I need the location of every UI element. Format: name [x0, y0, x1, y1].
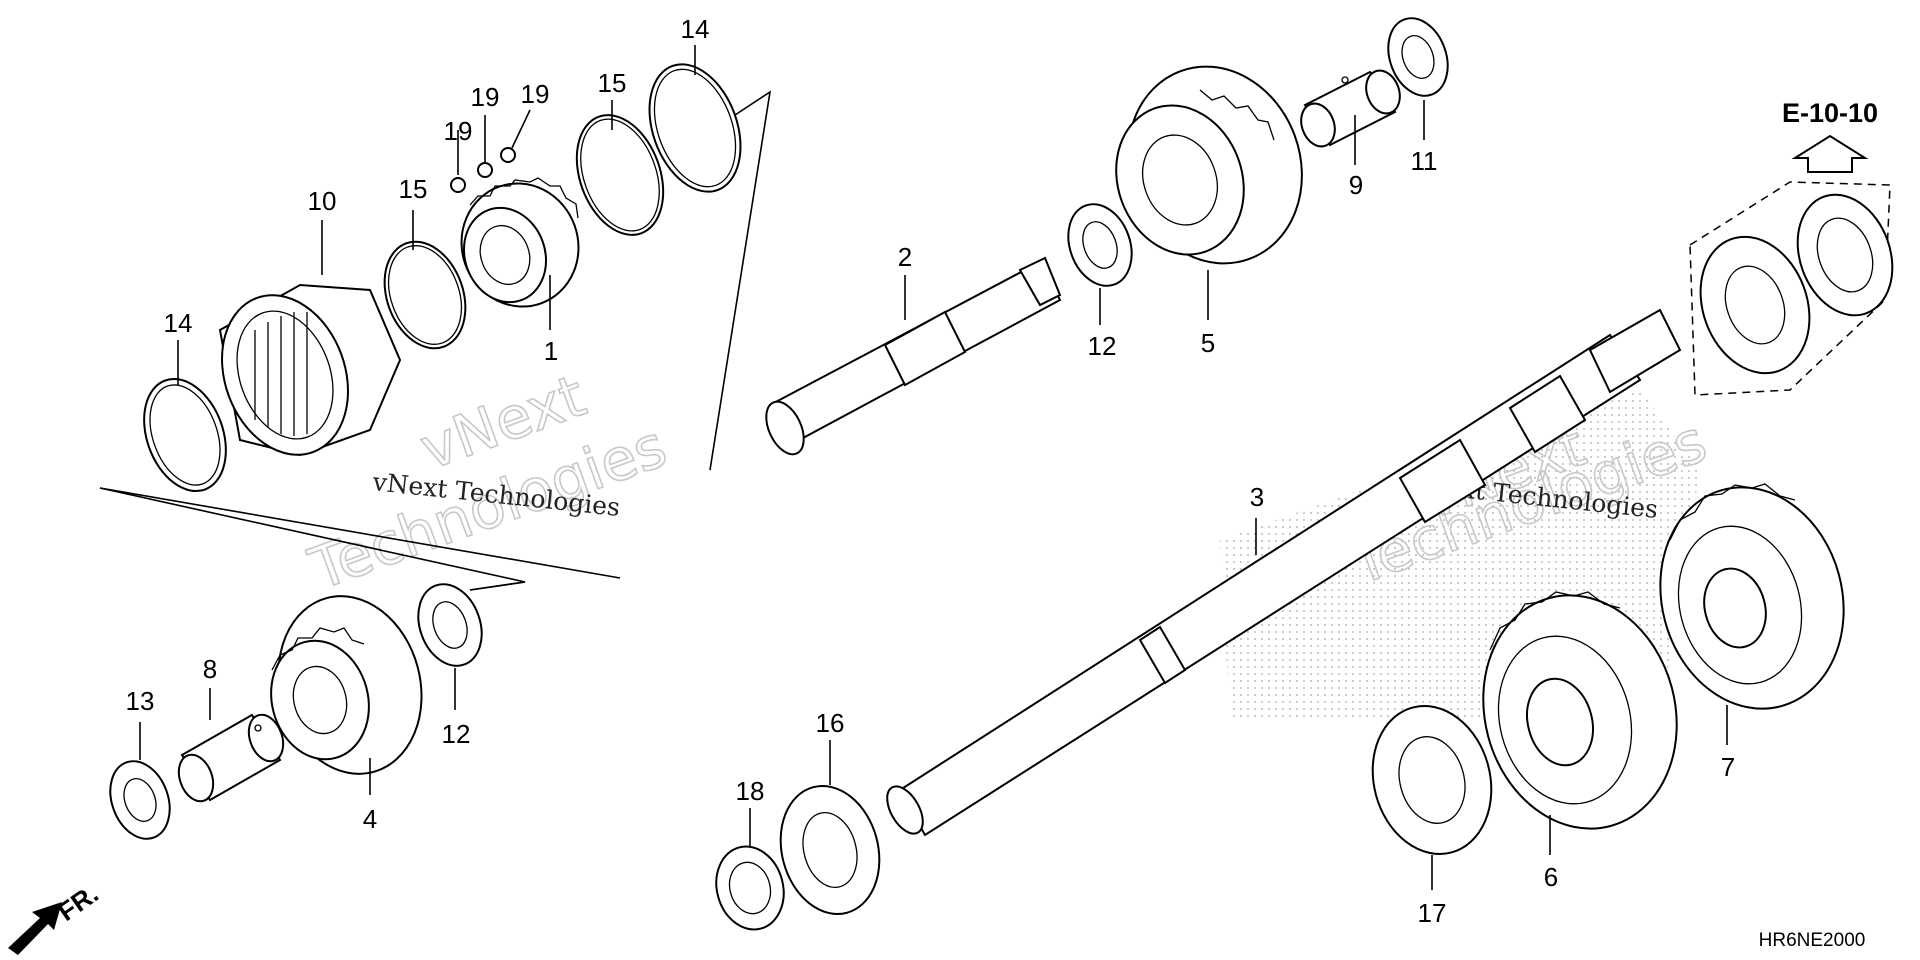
bushing-8	[177, 713, 285, 803]
ring-15-left	[383, 240, 467, 350]
bushing-9	[1300, 69, 1401, 148]
ring-14-right	[648, 63, 742, 193]
part-label-15-left: 15	[399, 174, 428, 204]
gear-1	[460, 177, 580, 308]
part-label-15-right: 15	[598, 68, 627, 98]
gear-5	[1115, 65, 1303, 265]
part-label-14-left: 14	[164, 308, 193, 338]
part-label-7: 7	[1721, 752, 1735, 782]
ring-15-right	[575, 114, 665, 236]
part-label-16: 16	[816, 708, 845, 738]
gear-6	[1482, 591, 1678, 830]
part-label-19-a: 19	[444, 116, 473, 146]
bearing-group-e10	[1689, 181, 1894, 396]
direction-label: FR.	[52, 878, 104, 927]
part-label-13: 13	[126, 686, 155, 716]
shaft-3	[886, 308, 1682, 837]
bearing-17	[1371, 705, 1493, 855]
seal-18	[715, 845, 785, 931]
drawing-code: HR6NE2000	[1759, 930, 1866, 951]
bearing-16	[779, 784, 881, 916]
reference-arrow-up	[1791, 134, 1869, 173]
washer-11	[1387, 17, 1449, 97]
part-label-19-c: 19	[521, 79, 550, 109]
washer-12-left	[417, 583, 483, 667]
ball-19-group	[450, 147, 516, 193]
reference-label: E-10-10	[1782, 98, 1878, 128]
part-label-14-right: 14	[681, 14, 710, 44]
washer-12-right	[1067, 203, 1133, 287]
part-label-3: 3	[1250, 482, 1264, 512]
part-labels: 1 2 3 4 5 6 7 8 9 10 11 12 12 13 14 14 1…	[126, 14, 1736, 928]
shaft-2	[765, 256, 1062, 456]
part-label-11: 11	[1411, 146, 1438, 176]
part-label-1: 1	[544, 336, 558, 366]
part-label-18: 18	[736, 776, 765, 806]
front-direction-arrow: FR.	[8, 878, 104, 955]
part-label-2: 2	[898, 242, 912, 272]
part-label-6: 6	[1544, 862, 1558, 892]
part-label-9: 9	[1349, 170, 1363, 200]
part-label-12-left: 12	[442, 719, 471, 749]
washer-13	[109, 760, 171, 840]
part-label-10: 10	[308, 186, 337, 216]
part-label-17: 17	[1418, 898, 1447, 928]
part-label-19-b: 19	[471, 82, 500, 112]
gear-4	[270, 595, 423, 775]
leader-lines	[139, 45, 1728, 890]
ring-14-left	[143, 377, 227, 493]
part-label-4: 4	[363, 804, 377, 834]
part-label-12-right: 12	[1088, 331, 1117, 361]
left-assembly-outline	[99, 90, 772, 591]
part-label-5: 5	[1201, 328, 1215, 358]
part-label-8: 8	[203, 654, 217, 684]
sleeve-10	[218, 283, 402, 457]
gear-7	[1659, 483, 1845, 710]
